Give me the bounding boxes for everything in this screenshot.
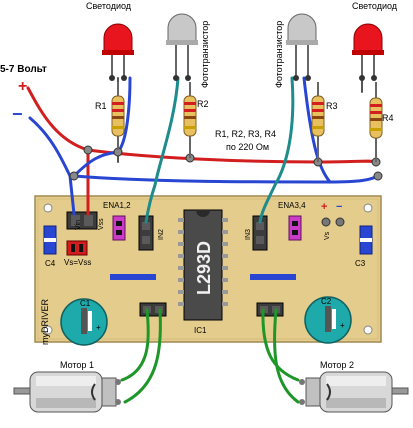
led-right-label: Светодиод	[352, 1, 398, 11]
capacitor-c2	[304, 296, 352, 344]
in2-label: IN2	[158, 229, 165, 240]
ic-l293d	[178, 209, 228, 321]
motor2-label: Мотор 2	[320, 360, 354, 370]
ena12-jumper	[112, 215, 126, 241]
vss-label: Vss	[98, 218, 105, 230]
trace	[250, 274, 296, 280]
trace	[110, 274, 156, 280]
c2-label: C2	[321, 297, 332, 306]
motor1-label: Мотор 1	[60, 360, 94, 370]
resistor-r3	[311, 82, 325, 162]
mount-hole	[363, 325, 373, 335]
in3-label: IN3	[245, 229, 252, 240]
vs-plus: +	[321, 201, 327, 213]
capacitor-c1	[60, 298, 108, 346]
board-name: myDRIVER	[40, 298, 50, 345]
mount-hole	[363, 203, 373, 213]
mount-hole	[43, 325, 53, 335]
phototransistor-right	[286, 13, 318, 81]
motor2-header	[256, 302, 284, 317]
resistor-note-1: R1, R2, R3, R4	[215, 129, 276, 139]
r3-label: R3	[326, 101, 338, 111]
r4-label: R4	[382, 113, 394, 123]
led-left-label: Светодиод	[86, 1, 132, 11]
ena34-jumper	[288, 215, 302, 241]
resistor-r2	[183, 82, 197, 158]
phototransistor-left	[166, 13, 198, 81]
c1-label: C1	[80, 299, 91, 308]
vs-vss-label: Vs=Vss	[64, 258, 91, 267]
ena34-label: ENA3,4	[278, 201, 306, 210]
c1-plus: +	[96, 323, 101, 332]
plus-sign: +	[18, 78, 27, 95]
mount-hole	[43, 203, 53, 213]
r2-label: R2	[197, 99, 209, 109]
capacitor-c4	[43, 225, 57, 255]
vin-label: Vin	[75, 220, 82, 230]
ic1-label: IC1	[194, 326, 207, 335]
vs-vss-jumper	[66, 240, 88, 256]
capacitor-c3	[359, 225, 373, 255]
c2-plus: +	[340, 321, 345, 330]
motor1-header	[139, 302, 167, 317]
motor-2	[299, 371, 409, 413]
voltage-label: 5-7 Вольт	[0, 64, 47, 75]
led-left	[102, 23, 134, 81]
vs-terminals	[321, 217, 345, 227]
chip-label: L293D	[194, 241, 214, 295]
ena12-label: ENA1,2	[103, 201, 131, 210]
minus-sign: −	[12, 104, 23, 124]
led-right	[352, 23, 384, 81]
power-header	[66, 211, 98, 230]
c3-label: C3	[355, 259, 366, 268]
resistor-r1	[111, 82, 125, 150]
resistor-note-2: по 220 Ом	[226, 142, 269, 152]
vs-minus: −	[336, 201, 342, 213]
r1-label: R1	[95, 101, 107, 111]
motor-1	[13, 371, 121, 413]
c4-label: C4	[45, 259, 56, 268]
phototransistor-right-label: Фототранзистор	[274, 21, 284, 88]
resistor-r4	[369, 82, 383, 162]
vs-label: Vs	[324, 231, 331, 240]
phototransistor-left-label: Фототранзистор	[200, 21, 210, 88]
